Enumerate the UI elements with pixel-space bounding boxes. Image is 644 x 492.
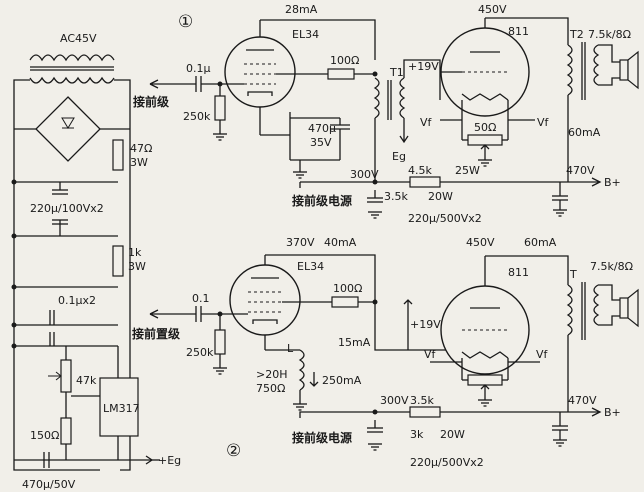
c2-output-tube-label: 811 (508, 266, 529, 279)
c1-b470: 470V (566, 164, 595, 177)
c1-current-60: 60mA (568, 126, 601, 139)
resistor-150 (60, 417, 72, 445)
c2-vf-left: Vf (424, 348, 437, 361)
resistor-47-value: 47Ω (130, 142, 152, 155)
c2-choke-label: L (287, 342, 294, 355)
c1-cathode-cap-v: 35V (310, 136, 332, 149)
c2-t-label: T (569, 268, 577, 281)
c2-hum-pot (467, 374, 503, 386)
c1-coupling-cap: 0.1μ (186, 62, 211, 75)
c2-current15: 15mA (338, 336, 371, 349)
c1-el34-tube (224, 36, 296, 108)
resistor-1k (112, 245, 124, 277)
c1-cathode-current: 28mA (285, 3, 318, 16)
resistor-150-label: 150Ω (30, 429, 59, 442)
c1-grid-stopper: 100Ω (330, 54, 359, 67)
c2-current60: 60mA (524, 236, 557, 249)
c2-b470: 470V (568, 394, 597, 407)
c2-grid-stopper: 100Ω (333, 282, 362, 295)
c2-cap-filter: 220μ/500Vx2 (410, 456, 484, 469)
c1-eg-label: Eg (392, 150, 406, 163)
resistor-47-watt: 3W (130, 156, 148, 169)
resistor-47 (112, 139, 124, 171)
c1-r35k-w: 20W (428, 190, 453, 203)
c2-current250: 250mA (322, 374, 362, 387)
c2-plate-voltage: 450V (466, 236, 495, 249)
c1-resistor-45k (409, 176, 441, 188)
c1-t2-label: T2 (569, 28, 584, 41)
c2-bplus: B+ (604, 406, 621, 419)
c2-to-pre-stage: 接前置级 (132, 326, 180, 341)
c1-cathode-cap: 470μ (308, 122, 336, 135)
c2-b300: 300V (380, 394, 409, 407)
c1-speaker-label: 7.5k/8Ω (588, 28, 631, 41)
bias-power-supply: AC45V 220μ/100Vx2 47Ω 3W 1k 3W (11, 32, 181, 491)
resistor-1k-value: 1k (128, 246, 142, 259)
c2-811-tube (440, 285, 530, 375)
c1-cap-filter: 220μ/500Vx2 (408, 212, 482, 225)
pot-47k-label: 47k (76, 374, 97, 387)
circuit-1-number: ① (178, 12, 193, 32)
circuit-2: ② 370V 40mA EL34 100Ω 0.1 接前置级 250k (132, 236, 639, 469)
cap-470-label: 470μ/50V (22, 478, 76, 491)
c2-speaker-label: 7.5k/8Ω (590, 260, 633, 273)
c2-choke-l: >20H (256, 368, 288, 381)
c2-r-watt: 20W (440, 428, 465, 441)
cap-01-label: 0.1μx2 (58, 294, 96, 307)
pot-47k (60, 359, 72, 393)
c1-r45k: 4.5k (408, 164, 432, 177)
circuit-1: ① 28mA EL34 100Ω 0.1μ 接前级 250k (133, 3, 639, 225)
c1-plus19: +19V (408, 60, 439, 73)
c2-speaker-icon (619, 297, 629, 319)
c1-bplus: B+ (604, 176, 621, 189)
c2-el34-tube (229, 264, 301, 336)
c2-to-preamp-power: 接前级电源 (292, 430, 352, 445)
c2-plus19: +19V (410, 318, 441, 331)
lm317-regulator (99, 377, 139, 437)
c2-coupling-cap: 0.1 (192, 292, 210, 305)
bridge-rectifier (35, 96, 101, 162)
c1-speaker-icon (619, 59, 629, 81)
c2-b370: 370V (286, 236, 315, 249)
c2-driver-tube-label: EL34 (297, 260, 324, 273)
c1-grid-res: 250k (183, 110, 211, 123)
c1-vf-left: Vf (420, 116, 433, 129)
c1-to-preamp-power: 接前级电源 (292, 193, 352, 208)
c2-current40: 40mA (324, 236, 357, 249)
c2-r3k: 3k (410, 428, 424, 441)
lm317-label: LM317 (103, 402, 140, 415)
c2-resistor-35k (409, 406, 441, 418)
c2-vf-right: Vf (536, 348, 549, 361)
c1-hum-pot (467, 134, 503, 146)
c1-t1-label: T1 (389, 66, 404, 79)
c1-vf-right: Vf (537, 116, 550, 129)
c1-hum-pot-label: 50Ω (474, 121, 496, 134)
c1-driver-tube-label: EL34 (292, 28, 319, 41)
c1-to-preamp: 接前级 (133, 94, 169, 109)
c1-output-tube-label: 811 (508, 25, 529, 38)
resistor-1k-watt: 3W (128, 260, 146, 273)
circuit-2-number: ② (226, 441, 241, 461)
eg-output-label: +Eg (158, 454, 181, 467)
c1-plate-voltage: 450V (478, 3, 507, 16)
c1-r35k: 3.5k (384, 190, 408, 203)
c2-r35k: 3.5k (410, 394, 434, 407)
cap-220-label: 220μ/100Vx2 (30, 202, 104, 215)
c2-choke-r: 750Ω (256, 382, 285, 395)
c1-b300: 300V (350, 168, 379, 181)
c1-r45k-w: 25W (455, 164, 480, 177)
ac-source-label: AC45V (60, 32, 97, 45)
c2-grid-res: 250k (186, 346, 214, 359)
